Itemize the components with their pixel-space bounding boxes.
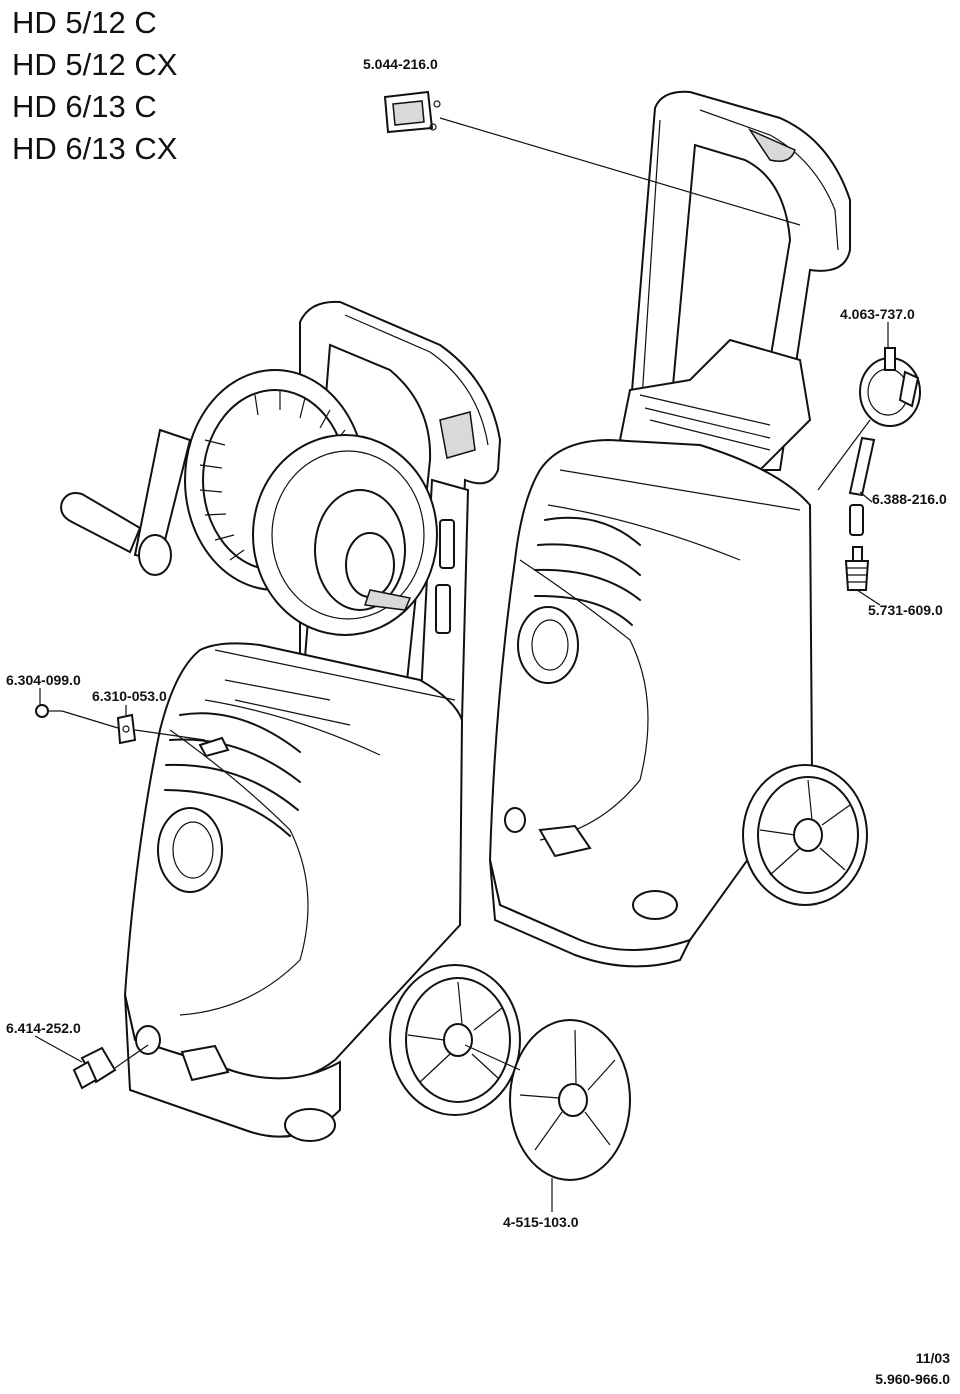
front-machine	[60, 300, 521, 1142]
model-title: HD 5/12 CX	[12, 47, 178, 82]
nipple-part	[844, 546, 870, 591]
plug-part	[72, 1046, 117, 1090]
model-title: HD 6/13 CX	[12, 131, 178, 166]
part-label-nipple: 5.731-609.0	[868, 602, 943, 618]
rear-machine	[488, 90, 868, 968]
part-label-nut-clip: 6.310-053.0	[92, 688, 167, 704]
wheel-cap-part	[509, 1019, 631, 1181]
part-label-hose-connector: 4.063-737.0	[840, 306, 915, 322]
holder-clip-part	[383, 90, 441, 134]
model-titles: HD 5/12 C HD 5/12 CX HD 6/13 C HD 6/13 C…	[12, 2, 177, 170]
nut-clip-part	[116, 713, 137, 745]
hose-piece-part	[848, 436, 876, 536]
screw-part	[35, 704, 62, 718]
model-title: HD 6/13 C	[12, 89, 157, 124]
footer-date: 11/03	[915, 1350, 950, 1366]
part-label-holder-clip: 5.044-216.0	[363, 56, 438, 72]
part-label-hose-piece: 6.388-216.0	[872, 491, 947, 507]
hose-connector-part	[859, 347, 921, 427]
part-label-wheel-cap: 4-515-103.0	[503, 1214, 579, 1230]
leader-lines	[34, 117, 889, 1212]
part-label-screw: 6.304-099.0	[6, 672, 81, 688]
footer-doc-number: 5.960-966.0	[875, 1371, 950, 1387]
footer: 11/03 5.960-966.0	[875, 1348, 950, 1390]
part-label-plug: 6.414-252.0	[6, 1020, 81, 1036]
model-title: HD 5/12 C	[12, 5, 157, 40]
